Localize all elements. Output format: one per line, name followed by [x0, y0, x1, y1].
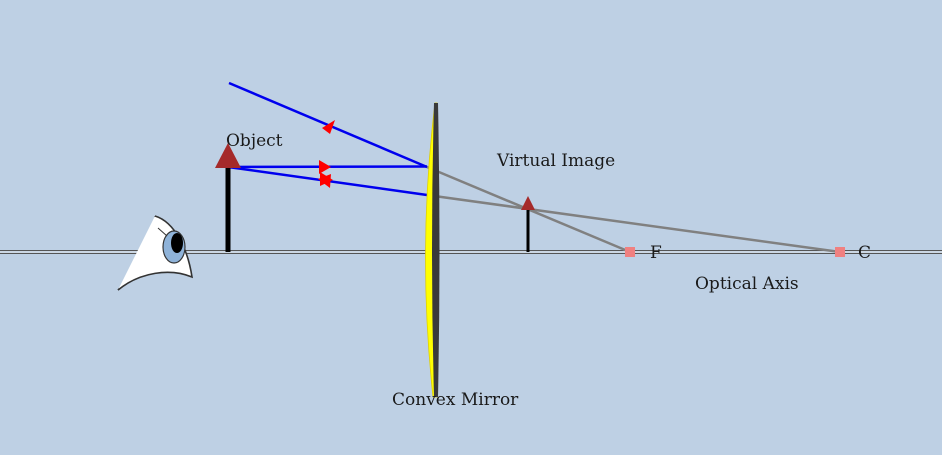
center-point-marker: [835, 247, 845, 257]
virtual-ray-to-center: [426, 193, 841, 254]
optical-axis-label: Optical Axis: [695, 274, 799, 294]
object-label: Object: [226, 131, 283, 151]
ray-arrow-incident-lower: [320, 172, 333, 186]
focus-label: F: [650, 243, 662, 263]
mirror-label: Convex Mirror: [392, 390, 519, 410]
focus-point-marker: [625, 247, 635, 257]
ray-arrow-upper: [322, 120, 335, 134]
convex-mirror: [425, 102, 440, 398]
eye-icon: [117, 215, 193, 291]
ray-arrow-parallel: [319, 160, 331, 174]
center-label: C: [858, 243, 871, 263]
image-arrow: [521, 196, 535, 252]
virtual-image-label: Virtual Image: [496, 151, 615, 171]
object-arrow: [215, 143, 241, 252]
